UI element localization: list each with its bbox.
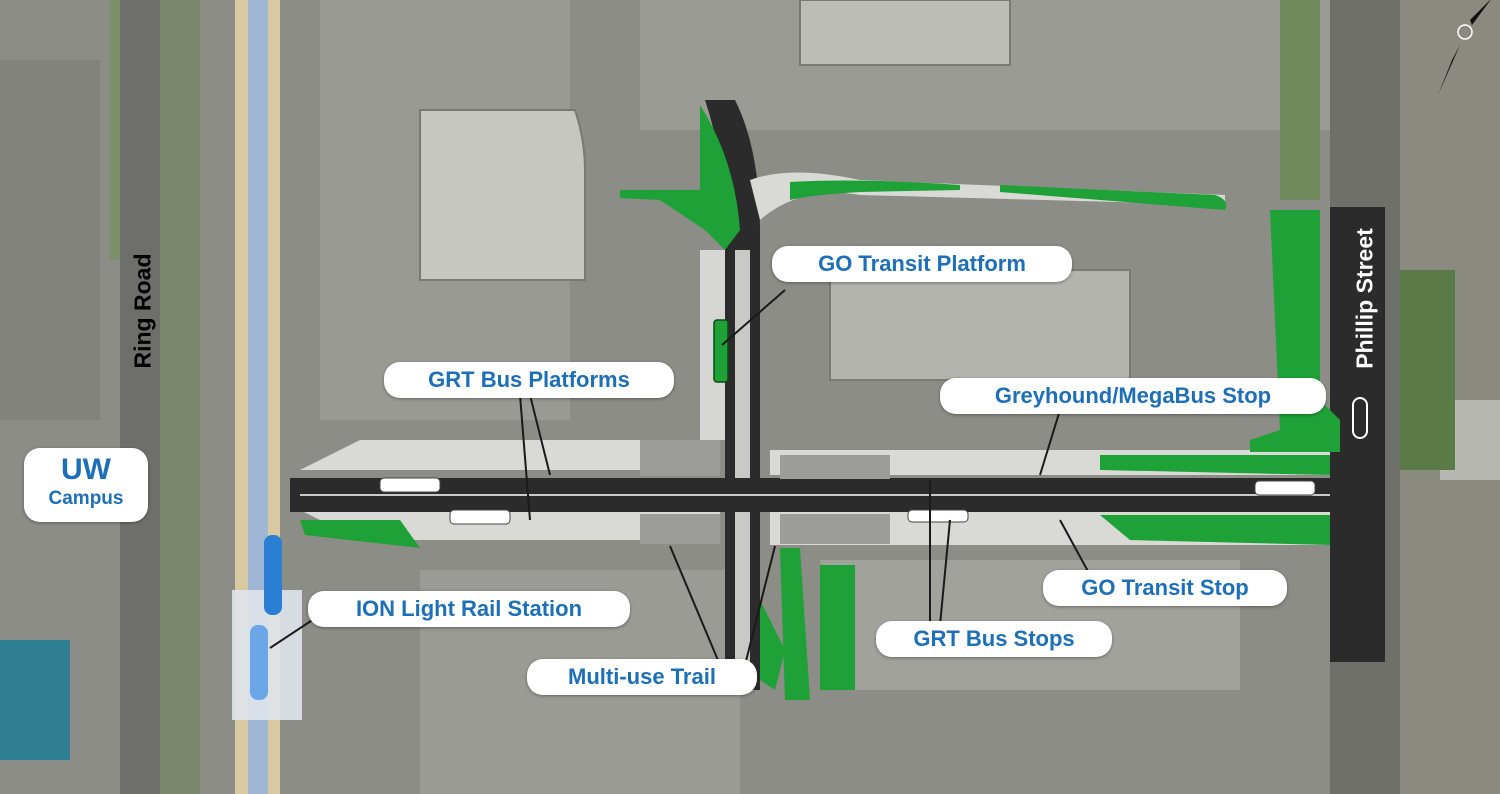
- building: [829, 269, 1131, 381]
- lrt-train: [264, 535, 282, 615]
- north-arrow-icon: [1438, 0, 1491, 95]
- grt-bus-stops-callout: GRT Bus Stops: [876, 621, 1112, 657]
- lrt-train: [250, 625, 268, 700]
- grt-bus-platforms-callout: GRT Bus Platforms: [384, 362, 674, 398]
- building: [419, 109, 586, 281]
- uw-campus-label: UW Campus: [24, 448, 148, 522]
- building: [0, 60, 100, 420]
- uw-subtitle: Campus: [48, 488, 124, 509]
- bus: [379, 477, 441, 493]
- phillip-street-label: Phillip Street: [1351, 228, 1378, 369]
- grt-platform-north: [300, 440, 720, 470]
- bus: [449, 509, 511, 525]
- ion-light-rail-station-callout: ION Light Rail Station: [308, 591, 630, 627]
- ring-road: [120, 0, 160, 794]
- go-transit-platform-callout: GO Transit Platform: [772, 246, 1072, 282]
- bus: [907, 509, 969, 523]
- multi-use-trail-callout: Multi-use Trail: [527, 659, 757, 695]
- building: [799, 0, 1011, 66]
- uw-title: UW: [61, 453, 111, 486]
- building: [0, 640, 70, 760]
- greyhound-megabus-stop-callout: Greyhound/MegaBus Stop: [940, 378, 1326, 414]
- green-space: [620, 105, 740, 250]
- go-transit-stop-callout: GO Transit Stop: [1043, 570, 1287, 606]
- ring-road-label: Ring Road: [129, 253, 156, 369]
- bus: [1254, 480, 1316, 496]
- go-transit-platform-marker: [713, 319, 729, 383]
